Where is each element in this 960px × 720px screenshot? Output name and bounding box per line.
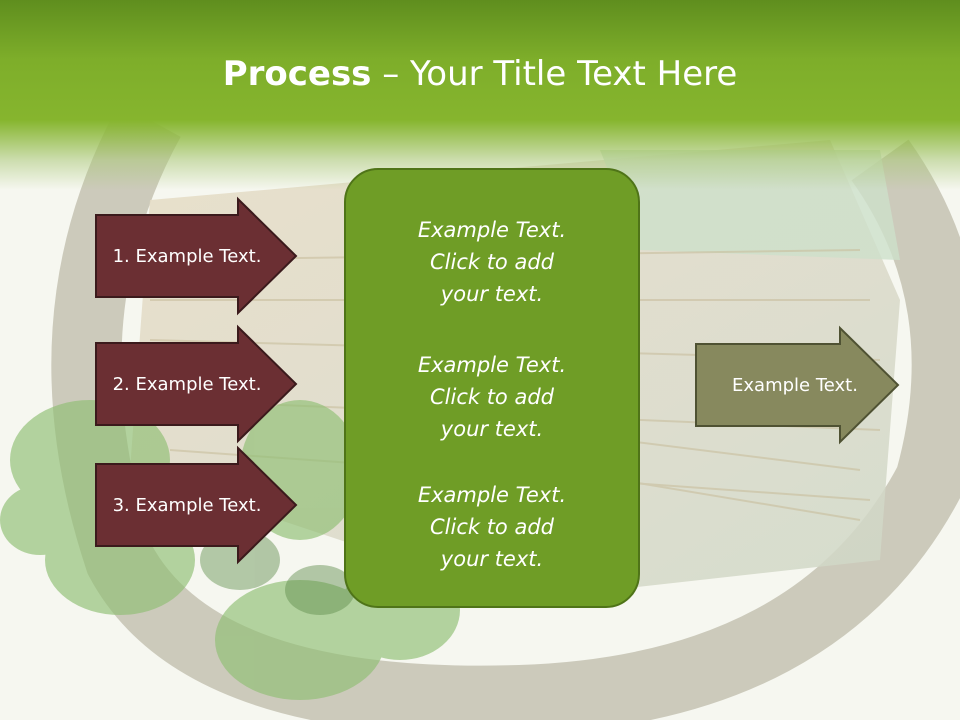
result-arrow-label: Example Text. (732, 374, 858, 396)
center-text-line: Click to add (429, 250, 554, 274)
step-arrow-label: 1. Example Text. (112, 245, 262, 267)
title-bold: Process (222, 54, 372, 94)
center-text-line: Example Text. (417, 483, 567, 507)
center-text-item-3: Example Text. Click to add your text. (346, 479, 638, 575)
center-text-line: Click to add (429, 515, 554, 539)
header-band (0, 0, 960, 190)
center-text-line: your text. (440, 547, 544, 571)
step-arrow-label: 3. Example Text. (112, 494, 262, 516)
center-text-line: Click to add (429, 385, 554, 409)
center-text-line: Example Text. (417, 353, 567, 377)
center-text-item-1: Example Text. Click to add your text. (346, 214, 638, 310)
arrow-shape (695, 325, 900, 445)
step-arrow-3[interactable]: 3. Example Text. (95, 445, 298, 565)
center-text-line: Example Text. (417, 218, 567, 242)
center-text-box[interactable]: Example Text. Click to add your text. Ex… (344, 168, 640, 608)
result-arrow[interactable]: Example Text. (695, 325, 900, 445)
arrow-shape (95, 324, 298, 444)
slide-title[interactable]: Process – Your Title Text Here (0, 52, 960, 96)
arrow-shape (95, 196, 298, 316)
center-text-line: your text. (440, 417, 544, 441)
center-text-line: your text. (440, 282, 544, 306)
step-arrow-1[interactable]: 1. Example Text. (95, 196, 298, 316)
title-rest: – Your Title Text Here (371, 54, 738, 94)
arrow-shape (95, 445, 298, 565)
step-arrow-2[interactable]: 2. Example Text. (95, 324, 298, 444)
step-arrow-label: 2. Example Text. (112, 373, 262, 395)
center-text-item-2: Example Text. Click to add your text. (346, 349, 638, 445)
